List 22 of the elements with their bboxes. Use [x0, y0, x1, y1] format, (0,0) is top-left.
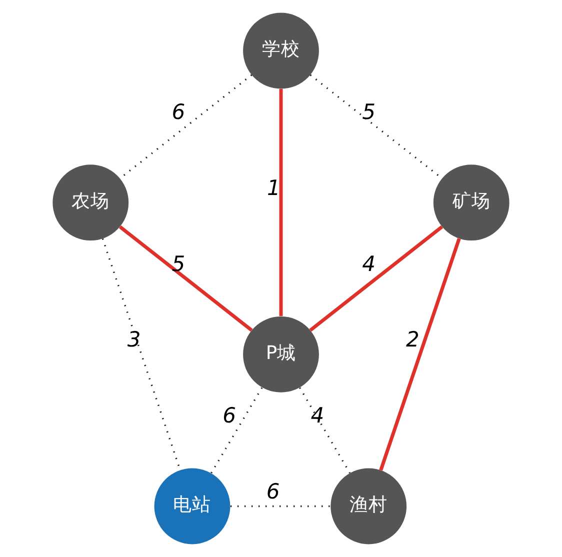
- node-circle: 学校: [243, 12, 319, 89]
- connector: [379, 238, 461, 471]
- node-circle: 矿场: [433, 164, 510, 241]
- edge-label: 1: [266, 174, 280, 200]
- connector: [279, 88, 283, 316]
- edge-label: 4: [362, 250, 376, 276]
- node-circle: 电站: [154, 468, 230, 544]
- node-circle: 渔村: [330, 468, 407, 544]
- node-circle: 农场: [52, 164, 129, 241]
- connector: [299, 387, 351, 474]
- edge-label: 5: [362, 98, 376, 124]
- edge-label: 6: [266, 478, 280, 504]
- connector: [210, 387, 263, 474]
- edge-label: 6: [172, 98, 186, 124]
- edge-label: 4: [310, 402, 324, 428]
- edge-label: 5: [172, 250, 186, 276]
- edge-label: 2: [406, 326, 420, 352]
- node-circle: P城: [243, 316, 319, 392]
- connector: [118, 225, 253, 332]
- connector: [309, 225, 444, 332]
- edge-label: 6: [222, 402, 236, 428]
- edge-label: 3: [127, 326, 141, 352]
